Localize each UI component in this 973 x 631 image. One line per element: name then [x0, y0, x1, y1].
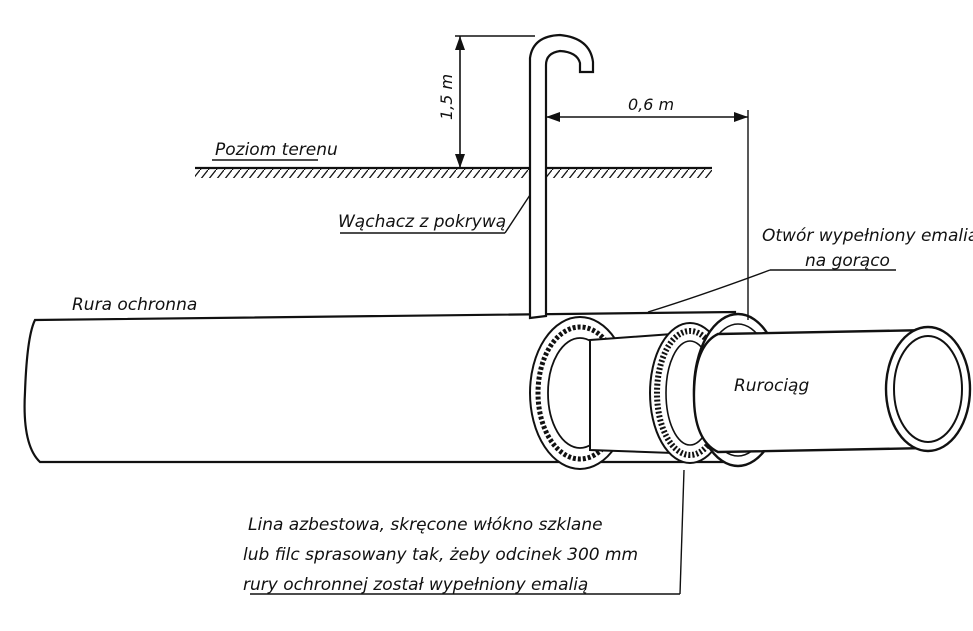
dimension-height-label: 1,5 m	[437, 74, 456, 120]
casing-pipe-label: Rura ochronna	[72, 295, 197, 315]
leader-lines	[212, 159, 896, 595]
hole-label-line1: Otwór wypełniony emalią	[762, 226, 973, 246]
sniffer-label: Wąchacz z pokrywą	[338, 212, 506, 232]
dimension-offset	[546, 110, 749, 320]
dimension-offset-label: 0,6 m	[628, 95, 674, 114]
note-line2: lub filc sprasowany tak, żeby odcinek 30…	[243, 545, 638, 565]
hole-label-line2: na gorąco	[805, 251, 890, 271]
pipeline	[692, 325, 972, 454]
note-line1: Lina azbestowa, skręcone włókno szklane	[248, 515, 603, 535]
ground-level-label: Poziom terenu	[215, 140, 338, 160]
ground-surface	[195, 166, 712, 178]
pipeline-label: Rurociąg	[734, 376, 809, 396]
dimension-height	[455, 35, 535, 168]
note-line3: rury ochronnej został wypełniony emalią	[243, 575, 588, 595]
sniffer-pipe	[528, 33, 595, 320]
